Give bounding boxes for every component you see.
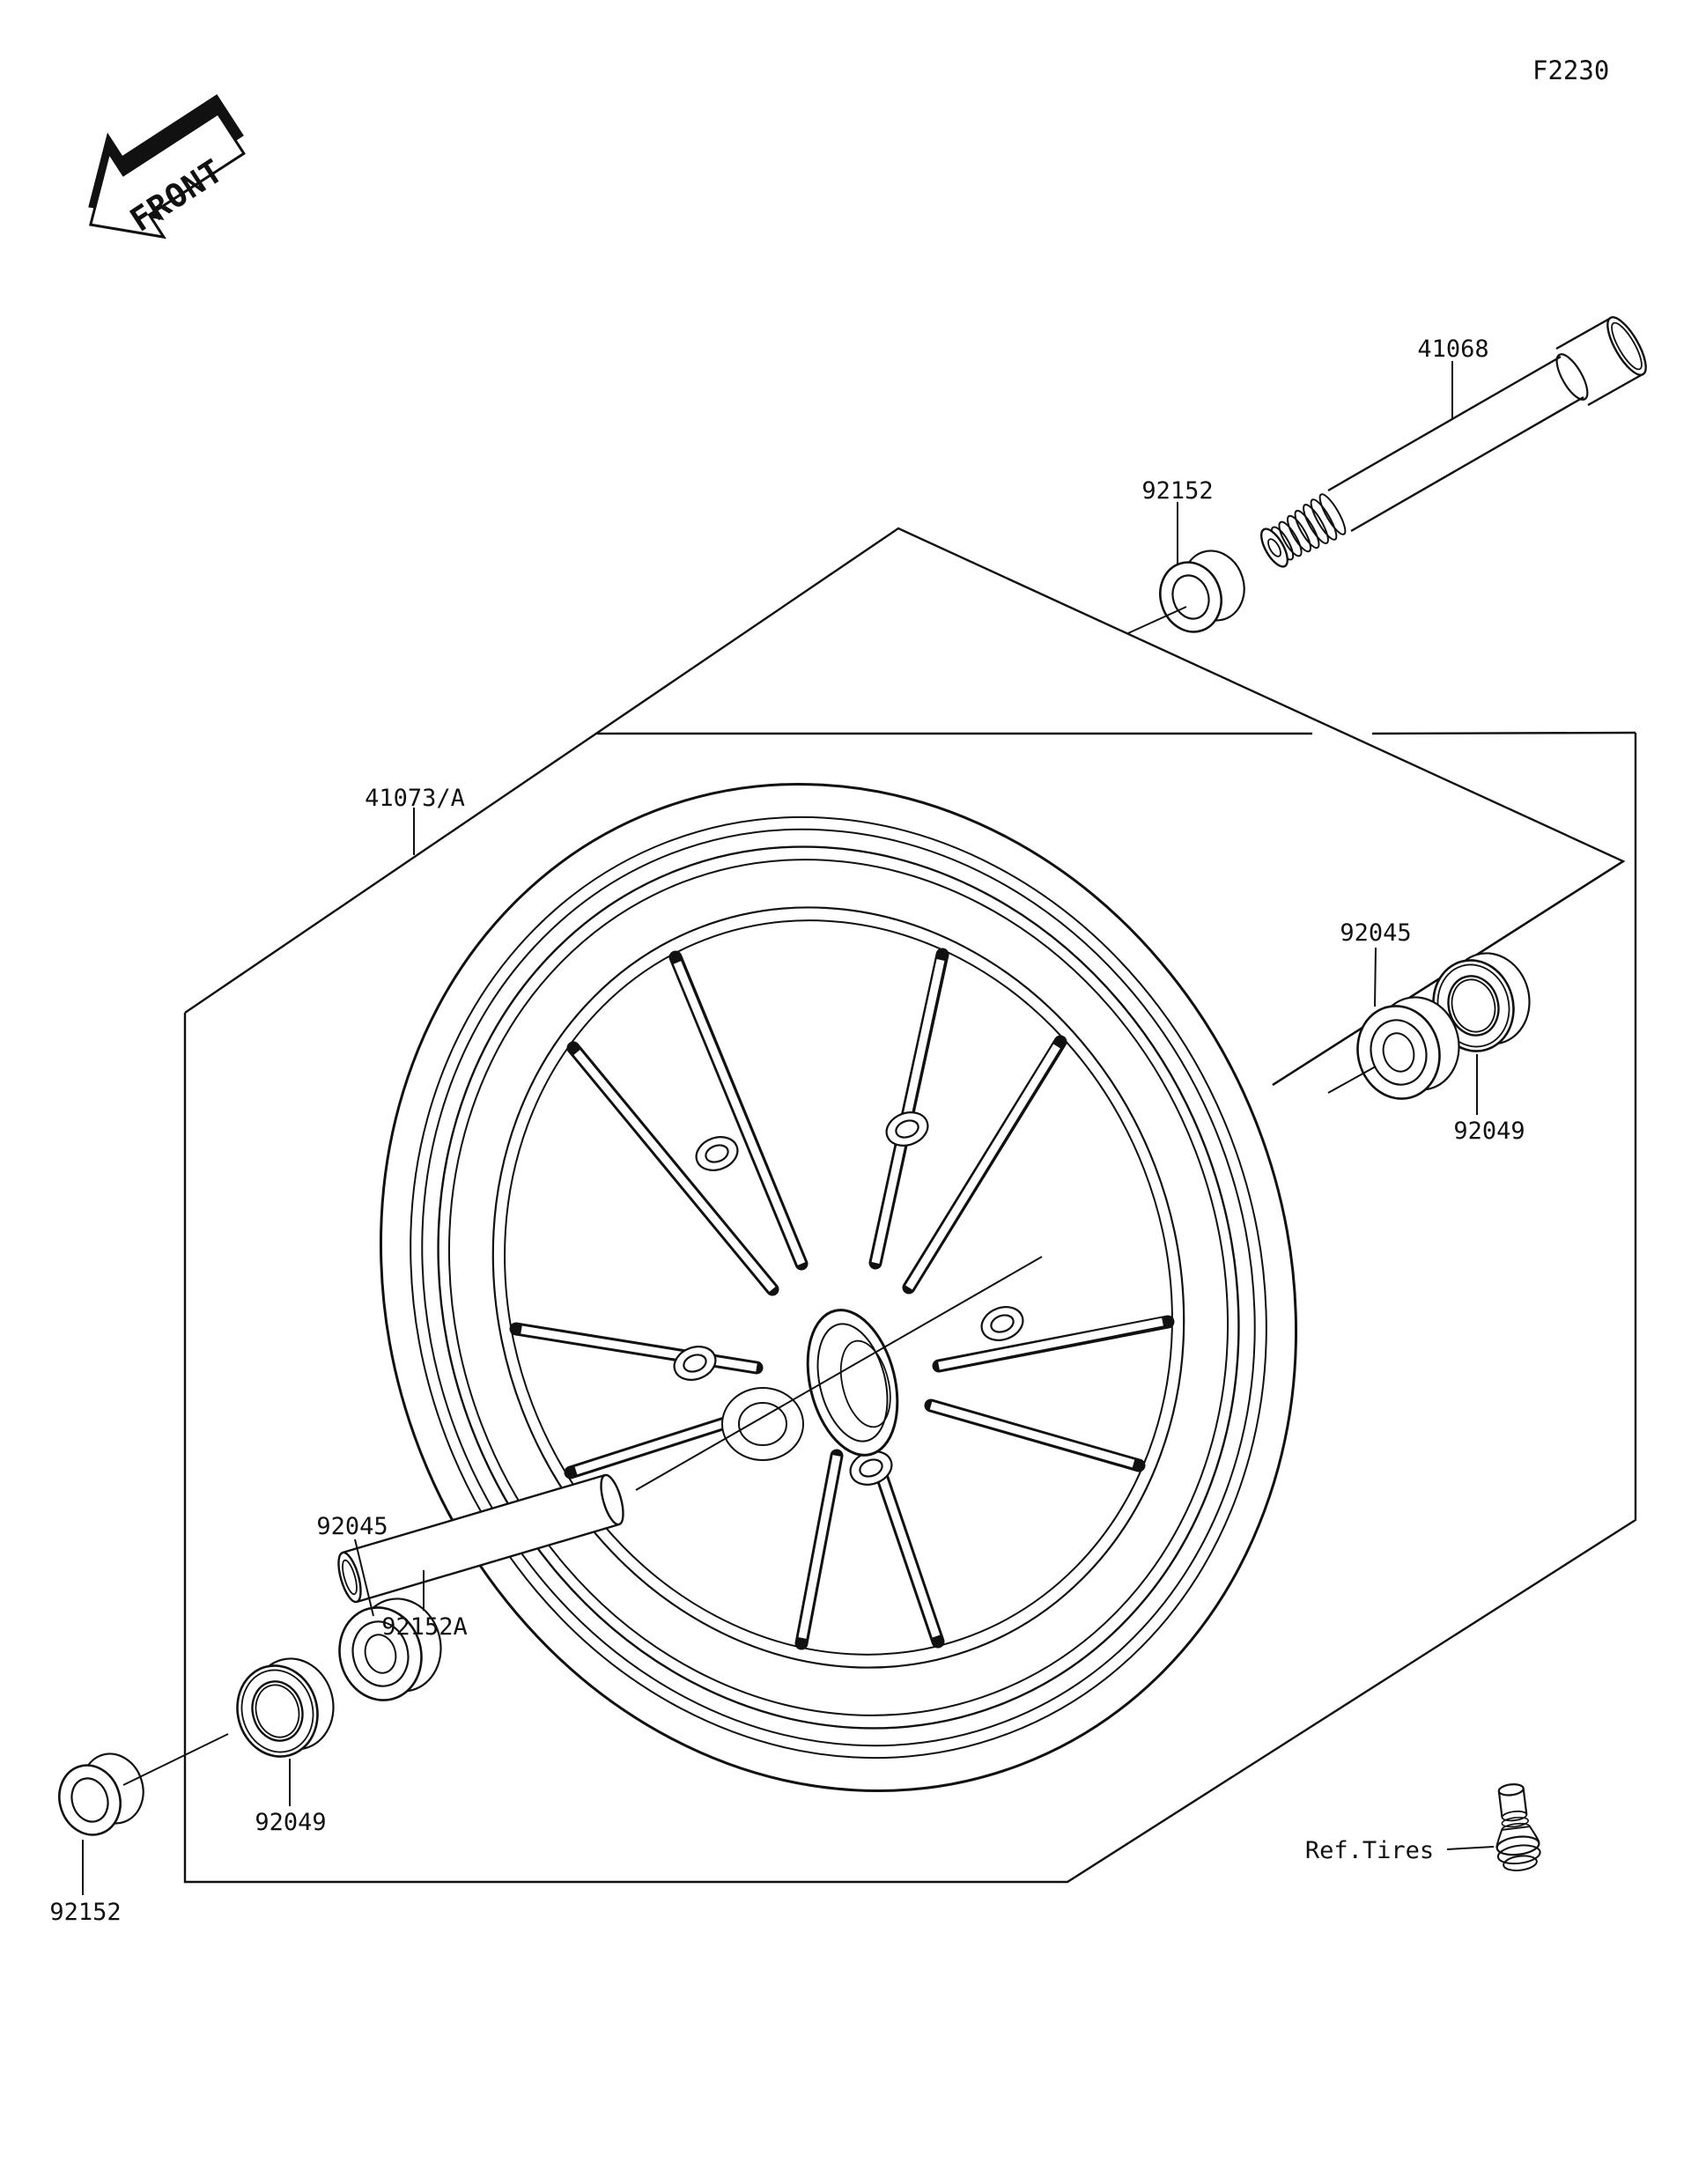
callout-bearing-left: 92045 bbox=[316, 1513, 388, 1540]
collar-lower-drawing bbox=[58, 1733, 229, 1836]
box-horizontal-edge bbox=[597, 731, 1636, 735]
hub-center bbox=[721, 1309, 899, 1461]
tire-and-rim-rings bbox=[379, 783, 1298, 1792]
callout-seal-right: 92049 bbox=[1453, 1118, 1525, 1145]
front-direction-arrow: FRONT bbox=[88, 94, 246, 240]
spacer-drawing bbox=[337, 1473, 624, 1604]
hub-axis-leader bbox=[635, 1256, 1043, 1491]
collar-lower-axis-stub bbox=[122, 1733, 229, 1786]
bearing-left-drawing bbox=[338, 1597, 442, 1701]
collar-upper-drawing bbox=[1127, 550, 1245, 634]
spoke-bosses bbox=[673, 1111, 1024, 1486]
callout-collar-lower: 92152 bbox=[49, 1899, 121, 1926]
leader-bearing-right bbox=[1374, 947, 1377, 1007]
bearing-right-drawing bbox=[1327, 996, 1460, 1100]
bearing-right-axis-stub bbox=[1327, 1066, 1377, 1094]
callout-wheel: 41073/A bbox=[365, 785, 465, 812]
seal-left-drawing bbox=[236, 1657, 335, 1758]
axle-drawing bbox=[1260, 316, 1647, 568]
callout-spacer: 92152A bbox=[381, 1613, 468, 1641]
axle-threads bbox=[1270, 493, 1347, 561]
spokes bbox=[509, 948, 1175, 1650]
valve-stem-drawing bbox=[1495, 1783, 1541, 1871]
front-wheel-drawing bbox=[379, 783, 1624, 1792]
callout-seal-left: 92049 bbox=[255, 1809, 326, 1836]
collar-upper-axis-stub bbox=[1127, 606, 1187, 634]
box-bottom-edges bbox=[183, 733, 1637, 1884]
leader-bearing-left bbox=[354, 1538, 374, 1617]
callout-axle: 41068 bbox=[1417, 336, 1488, 363]
front-arrow-face bbox=[88, 111, 246, 240]
callout-collar-upper: 92152 bbox=[1141, 477, 1213, 505]
leader-tires bbox=[1446, 1846, 1495, 1850]
callout-tires-reference: Ref.Tires bbox=[1305, 1837, 1434, 1864]
callout-bearing-right: 92045 bbox=[1340, 919, 1411, 947]
page-code: F2230 bbox=[1532, 55, 1609, 85]
leader-lines bbox=[82, 361, 1495, 1895]
